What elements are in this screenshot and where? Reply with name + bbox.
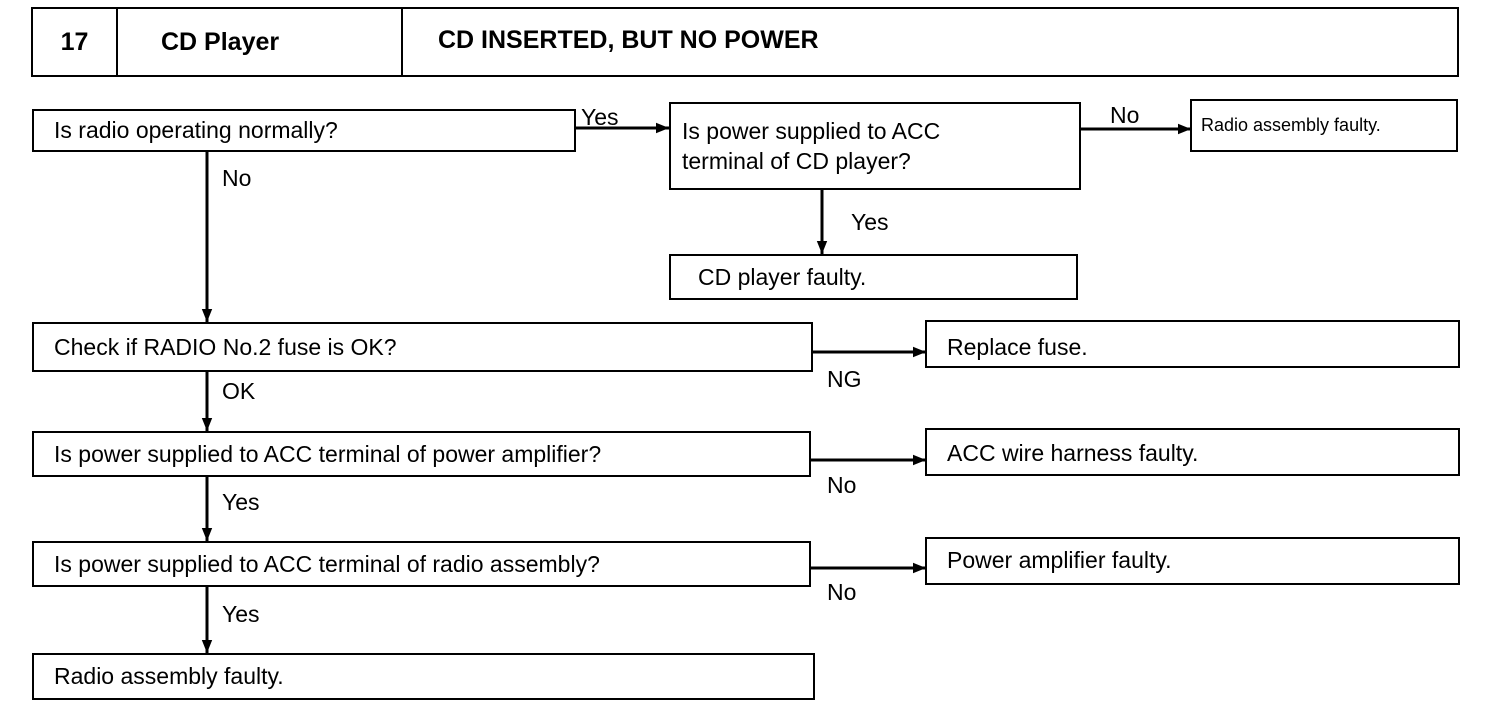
label-acc-cd-no: No (1110, 102, 1140, 128)
label-amp-yes: Yes (222, 489, 260, 515)
node-acc-cd-player: Is power supplied to ACC terminal of CD … (669, 102, 1081, 190)
label-amp-no: No (827, 472, 857, 498)
node-radio-normal: Is radio operating normally? (32, 109, 576, 152)
node-power-amp-faulty: Power amplifier faulty. (925, 537, 1460, 585)
header-row: 17 CD Player CD INSERTED, BUT NO POWER (31, 7, 1459, 77)
node-acc-harness-faulty: ACC wire harness faulty. (925, 428, 1460, 476)
label-radio-acc-yes: Yes (222, 601, 260, 627)
node-acc-radio-assembly: Is power supplied to ACC terminal of rad… (32, 541, 811, 587)
node-cd-player-faulty: CD player faulty. (669, 254, 1078, 300)
label-fuse-ok: OK (222, 378, 256, 404)
node-replace-fuse: Replace fuse. (925, 320, 1460, 368)
label-radio-acc-no: No (827, 579, 857, 605)
label-radio-no: No (222, 165, 252, 191)
node-acc-power-amp: Is power supplied to ACC terminal of pow… (32, 431, 811, 477)
header-section: CD Player (118, 9, 403, 75)
label-radio-yes: Yes (581, 104, 619, 130)
node-radio-faulty-bottom: Radio assembly faulty. (32, 653, 815, 700)
node-acc-cd-player-line1: Is power supplied to ACC (682, 118, 941, 144)
node-radio-faulty-top: Radio assembly faulty. (1190, 99, 1458, 152)
label-acc-cd-yes: Yes (851, 209, 889, 235)
header-number: 17 (33, 9, 118, 75)
header-title: CD INSERTED, BUT NO POWER (438, 25, 819, 54)
node-acc-cd-player-line2: terminal of CD player? (682, 148, 911, 174)
node-fuse-check: Check if RADIO No.2 fuse is OK? (32, 322, 813, 372)
label-fuse-ng: NG (827, 366, 862, 392)
